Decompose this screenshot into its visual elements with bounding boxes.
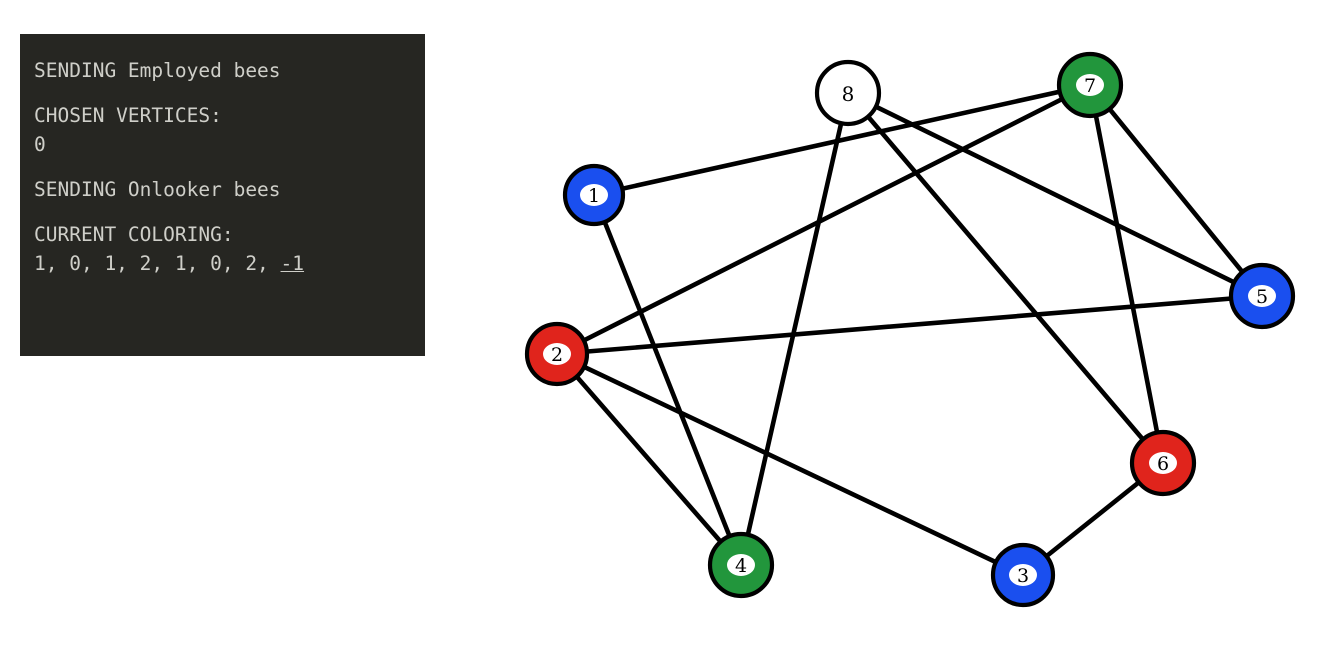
graph-node-label-2: 2 [551, 344, 563, 366]
graph-node-label-8: 8 [842, 82, 855, 106]
graph-edge-2-3 [554, 351, 1026, 578]
console-blank-line-2 [34, 159, 425, 175]
graph-node-label-background-5 [1248, 285, 1276, 307]
console-line-chosen-vertices-value: 0 [34, 133, 46, 156]
console-line-chosen-vertices-header: CHOSEN VERTICES: [34, 104, 222, 127]
graph-node-label-background-3 [1009, 564, 1037, 586]
graph-canvas[interactable]: 1 2 3 4 5 6 7 8 [450, 0, 1320, 653]
graph-edge-2-5 [554, 293, 1265, 357]
graph-edge-5-8 [845, 90, 1265, 299]
graph-node-label-4: 4 [735, 555, 747, 577]
graph-node-label-background-1 [580, 184, 608, 206]
graph-node-2[interactable]: 2 [524, 321, 590, 387]
edge-layer [554, 82, 1265, 578]
node-layer[interactable]: 1 2 3 4 5 6 7 8 [524, 51, 1296, 608]
graph-node-6[interactable]: 6 [1129, 429, 1197, 497]
graph-node-label-6: 6 [1157, 453, 1169, 475]
console-line-sending-onlooker: SENDING Onlooker bees [34, 178, 281, 201]
graph-node-circle-8[interactable] [814, 59, 882, 127]
graph-node-label-3: 3 [1017, 565, 1029, 587]
graph-edge-4-8 [738, 90, 851, 568]
graph-edge-5-7 [1087, 82, 1265, 299]
graph-node-label-7: 7 [1084, 75, 1096, 97]
console-line-current-coloring-header: CURRENT COLORING: [34, 223, 234, 246]
console-line-sending-employed: SENDING Employed bees [34, 59, 281, 82]
graph-node-label-background-6 [1149, 452, 1177, 474]
graph-edge-2-4 [554, 351, 744, 568]
console-output-panel[interactable]: SENDING Employed bees CHOSEN VERTICES: 0… [20, 34, 425, 356]
console-blank-line-3 [34, 204, 425, 220]
graph-node-3[interactable]: 3 [990, 542, 1056, 608]
coloring-values-prefix: 1, 0, 1, 2, 1, 0, 2, [34, 252, 281, 275]
graph-node-label-5: 5 [1256, 286, 1268, 308]
graph-node-label-background-4 [727, 554, 755, 576]
graph-node-4[interactable]: 4 [707, 531, 775, 599]
graph-edge-2-7 [554, 82, 1093, 357]
graph-node-5[interactable]: 5 [1228, 262, 1296, 330]
graph-edge-6-7 [1087, 82, 1166, 466]
console-blank-line [34, 85, 425, 101]
graph-node-label-background-2 [543, 343, 571, 365]
graph-node-8[interactable]: 8 [814, 59, 882, 127]
graph-node-label-background-7 [1076, 74, 1104, 96]
graph-edge-1-4 [591, 192, 744, 568]
graph-edge-6-8 [845, 90, 1166, 466]
graph-node-7[interactable]: 7 [1056, 51, 1124, 119]
graph-node-label-1: 1 [588, 185, 600, 207]
console-line-current-coloring-values: 1, 0, 1, 2, 1, 0, 2, -1 [34, 249, 425, 278]
graph-edge-1-7 [591, 82, 1093, 198]
coloring-value-highlighted: -1 [280, 252, 305, 275]
graph-visualization-panel[interactable]: 1 2 3 4 5 6 7 8 [450, 0, 1320, 653]
graph-node-1[interactable]: 1 [562, 163, 626, 227]
